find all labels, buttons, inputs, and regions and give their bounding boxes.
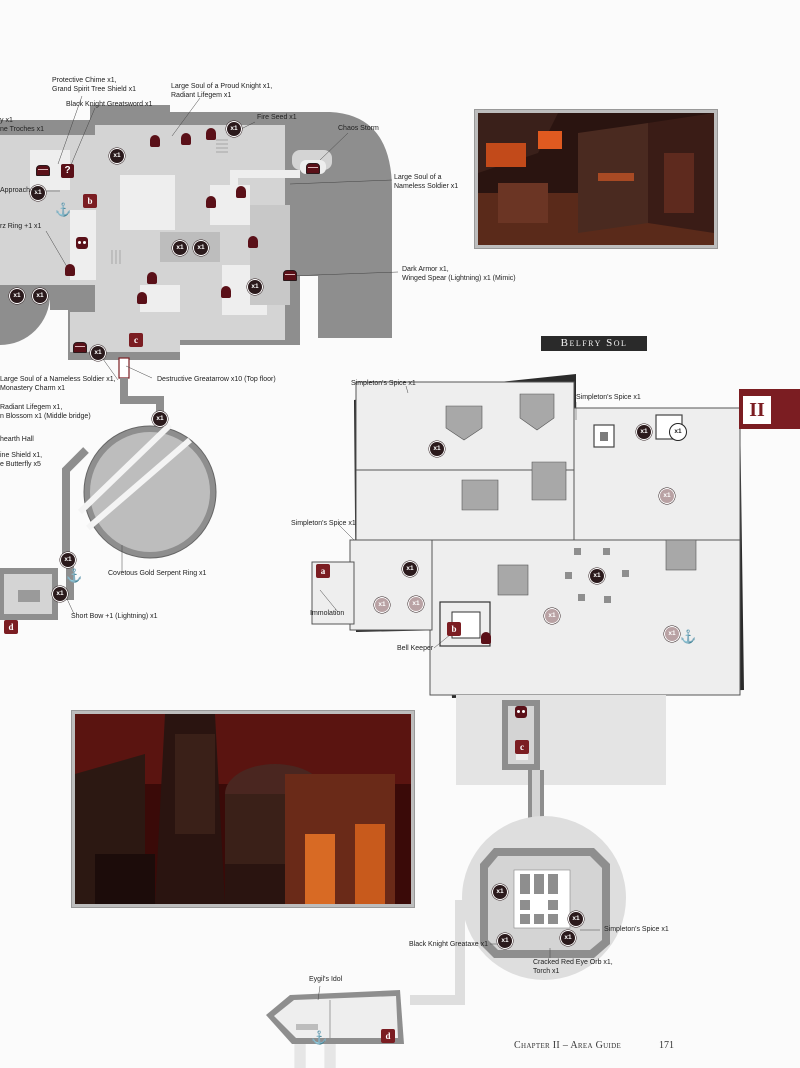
enemy-icon: [181, 133, 191, 145]
label-destructive-greatarrow: Destructive Greatarrow x10 (Top floor): [157, 376, 276, 383]
chest-icon: [36, 165, 50, 176]
item-marker: x1: [9, 288, 25, 304]
label-large-soul-monastery: Large Soul of a Nameless Soldier x1, Mon…: [0, 376, 116, 392]
enemy-icon: [147, 272, 157, 284]
item-marker: x1: [60, 552, 76, 568]
enemy-icon: [137, 292, 147, 304]
anchor-icon: ⚓: [66, 568, 83, 583]
label-troches: y x1 ne Troches x1: [0, 117, 44, 133]
anchor-icon: ⚓: [55, 202, 72, 217]
label-hearth-hall: hearth Hall: [0, 436, 34, 443]
label-protective-chime: Protective Chime x1, Grand Spirit Tree S…: [52, 77, 137, 93]
label-radiant-lifegem: Radiant Lifegem x1, n Blossom x1 (Middle…: [0, 404, 91, 420]
item-marker: x1: [52, 586, 68, 602]
item-marker: x1: [90, 345, 106, 361]
enemy-icon: [221, 286, 231, 298]
item-marker-optional: x1: [659, 488, 675, 504]
item-marker: x1: [589, 568, 605, 584]
map-point-c: c: [129, 333, 143, 347]
mimic-mask-icon: [515, 706, 527, 718]
item-marker: x1: [109, 148, 125, 164]
enemy-icon: [248, 236, 258, 248]
item-marker-optional: x1: [408, 596, 424, 612]
item-marker: x1: [193, 240, 209, 256]
bell-keeper-enemy-icon: [481, 632, 491, 644]
label-black-knight-greatsword: Black Knight Greatsword x1: [66, 101, 153, 108]
enemy-icon: [65, 264, 75, 276]
item-marker-collected: x1: [670, 424, 686, 440]
screenshot-belfry-interior: [475, 110, 717, 248]
item-marker: x1: [497, 933, 513, 949]
item-marker: x1: [152, 411, 168, 427]
item-marker: x1: [30, 185, 46, 201]
unknown-icon: ?: [61, 164, 74, 178]
map-point-c: c: [515, 740, 529, 754]
label-ring: rz Ring +1 x1: [0, 223, 42, 230]
item-marker: x1: [429, 441, 445, 457]
footer-chapter: Chapter II – Area Guide: [514, 1040, 621, 1051]
footer-chapter-text: Chapter II – Area Guide: [514, 1040, 622, 1051]
chapter-tab-label: II: [742, 395, 772, 425]
screenshot-belfry-exterior: [72, 711, 414, 907]
section-title: Belfry Sol: [541, 336, 647, 351]
item-marker: x1: [560, 930, 576, 946]
item-marker: x1: [568, 911, 584, 927]
label-simpletons-spice-left: Simpleton's Spice x1: [291, 520, 356, 527]
belfry-sol-map: [311, 374, 744, 785]
label-large-soul-proud-knight: Large Soul of a Proud Knight x1, Radiant…: [171, 83, 273, 99]
anchor-icon: ⚓: [311, 1030, 328, 1045]
enemy-icon: [150, 135, 160, 147]
label-immolation: Immolation: [310, 610, 345, 617]
label-short-bow: Short Bow +1 (Lightning) x1: [71, 613, 158, 620]
item-marker: x1: [172, 240, 188, 256]
label-large-soul-nameless: Large Soul of a Nameless Soldier x1: [394, 174, 459, 190]
label-simpletons-spice-top: Simpleton's Spice x1: [351, 380, 416, 387]
item-marker: x1: [636, 424, 652, 440]
enemy-icon: [236, 186, 246, 198]
anchor-icon: ⚓: [680, 629, 697, 644]
label-cracked-red-eye-orb: Cracked Red Eye Orb x1, Torch x1: [533, 959, 613, 975]
item-marker: x1: [402, 561, 418, 577]
item-marker: x1: [32, 288, 48, 304]
label-approach: Approach x1: [0, 187, 40, 194]
label-simpletons-spice-right: Simpleton's Spice x1: [576, 394, 641, 401]
item-marker: x1: [247, 279, 263, 295]
label-fire-seed: Fire Seed x1: [257, 114, 297, 121]
enemy-icon: [206, 196, 216, 208]
map-point-d: d: [381, 1029, 395, 1043]
chapter-tab: II: [739, 389, 800, 429]
chest-icon: [306, 163, 320, 174]
item-marker: x1: [492, 884, 508, 900]
item-marker-optional: x1: [544, 608, 560, 624]
map-point-d: d: [4, 620, 18, 634]
page-number: 171: [659, 1040, 674, 1051]
label-bell-keeper: Bell Keeper: [397, 645, 434, 652]
label-eygils-idol: Eygil's Idol: [309, 976, 343, 983]
label-dark-armor: Dark Armor x1, Winged Spear (Lightning) …: [402, 266, 516, 282]
label-simpletons-spice-lower: Simpleton's Spice x1: [604, 926, 669, 933]
label-shield-butterfly: ine Shield x1, e Butterfly x5: [0, 452, 43, 468]
map-point-b: b: [447, 622, 461, 636]
item-marker-optional: x1: [664, 626, 680, 642]
upper-left-map: [0, 105, 392, 620]
label-chaos-storm: Chaos Storm: [338, 125, 379, 132]
label-black-knight-greataxe: Black Knight Greataxe x1: [409, 941, 488, 948]
mimic-mask-icon: [76, 237, 88, 249]
chest-icon: [73, 342, 87, 353]
label-covetous-ring: Covetous Gold Serpent Ring x1: [108, 570, 207, 577]
enemy-icon: [206, 128, 216, 140]
item-marker: x1: [226, 121, 242, 137]
map-point-a: a: [316, 564, 330, 578]
item-marker-optional: x1: [374, 597, 390, 613]
map-point-b: b: [83, 194, 97, 208]
chest-icon: [283, 270, 297, 281]
